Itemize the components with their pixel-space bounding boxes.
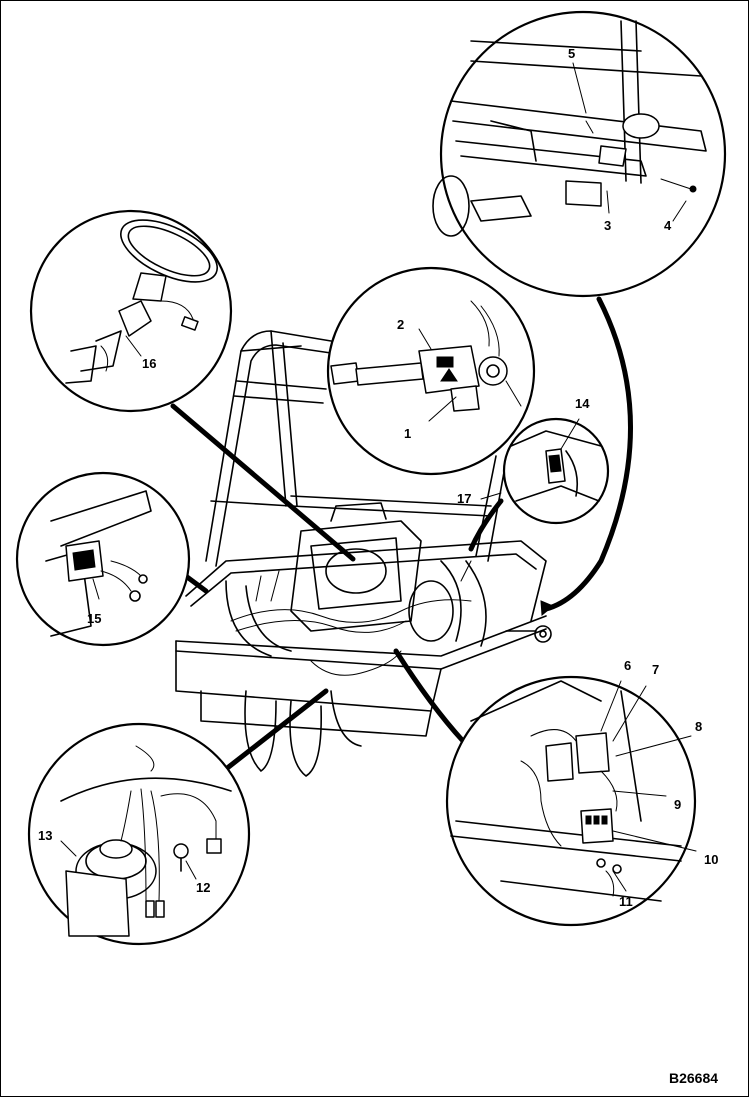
- detail-horn: [27, 722, 251, 946]
- callout-7: 7: [652, 662, 659, 677]
- callout-10: 10: [704, 852, 718, 867]
- callout-11: 11: [619, 894, 633, 909]
- callout-1: 1: [404, 426, 411, 441]
- callout-2: 2: [397, 317, 404, 332]
- callout-14: 14: [575, 396, 590, 411]
- leader-17: [480, 492, 502, 500]
- callout-labels: 1 2 3 4 5 6 7 8 9 10 11 12 13 14 15 16 1…: [38, 46, 718, 909]
- callout-6: 6: [624, 658, 631, 673]
- callout-3: 3: [604, 218, 611, 233]
- leader-lines: [170, 296, 633, 772]
- figure-id-label: B26684: [669, 1070, 718, 1086]
- callout-17: 17: [457, 491, 471, 506]
- detail-steering-column: [29, 209, 233, 413]
- callout-15: 15: [87, 611, 101, 626]
- callout-8: 8: [695, 719, 702, 734]
- callout-12: 12: [196, 880, 210, 895]
- callout-16: 16: [142, 356, 156, 371]
- vehicle-frame: [175, 330, 552, 777]
- callout-4: 4: [664, 218, 672, 233]
- detail-combination-switch: [326, 266, 536, 476]
- callout-5: 5: [568, 46, 575, 61]
- callout-9: 9: [674, 797, 681, 812]
- callout-13: 13: [38, 828, 52, 843]
- detail-relay-bracket: [15, 471, 191, 647]
- detail-pedal-switch: [502, 417, 610, 525]
- detail-frame-bracket: [432, 10, 727, 298]
- detail-fuse-connectors: [445, 675, 697, 927]
